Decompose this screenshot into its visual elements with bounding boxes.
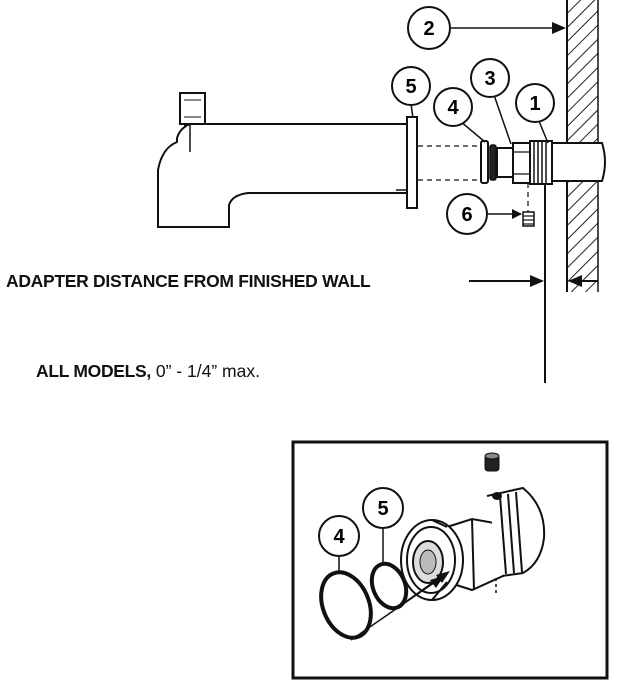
callout-4: 4: [433, 87, 473, 127]
callout-5: 5: [391, 66, 431, 106]
callout-2-number: 2: [423, 18, 434, 40]
detail-set-screw: [484, 452, 500, 472]
detail-callout-4: 4: [318, 515, 360, 557]
detail-o-ring-large: [319, 570, 373, 640]
callout-3: 3: [470, 58, 510, 98]
detail-callout-5-number: 5: [377, 498, 388, 520]
adapter-distance-heading: ADAPTER DISTANCE FROM FINISHED WALL: [6, 271, 371, 291]
callout-1-number: 1: [529, 93, 540, 115]
detail-callout-4-number: 4: [333, 526, 345, 548]
callout-6: 6: [446, 193, 488, 235]
models-value: 0” - 1/4” max.: [155, 361, 260, 381]
callout-arrowheads: [512, 22, 566, 219]
callout-1: 1: [515, 83, 555, 123]
callout-6-number: 6: [461, 204, 472, 226]
adapter: [496, 140, 553, 185]
tub-spout: [157, 92, 418, 228]
supply-pipe: [552, 142, 606, 182]
callout-5-number: 5: [405, 76, 416, 98]
dimension-lines: [469, 183, 598, 383]
models-note: ALL MODELS, 0” - 1/4” max.: [36, 361, 260, 382]
detail-box: 4 5: [291, 440, 609, 680]
callout-4-number: 4: [447, 97, 459, 119]
adapter-o-rings: [480, 140, 497, 184]
alignment-lines: [418, 145, 529, 212]
detail-callout-5: 5: [362, 487, 404, 529]
models-label: ALL MODELS,: [36, 361, 151, 381]
finished-wall: [566, 0, 599, 292]
set-screw: [522, 211, 535, 227]
callout-2: 2: [407, 6, 451, 50]
detail-arrowheads: [430, 571, 450, 588]
callout-3-number: 3: [484, 68, 495, 90]
